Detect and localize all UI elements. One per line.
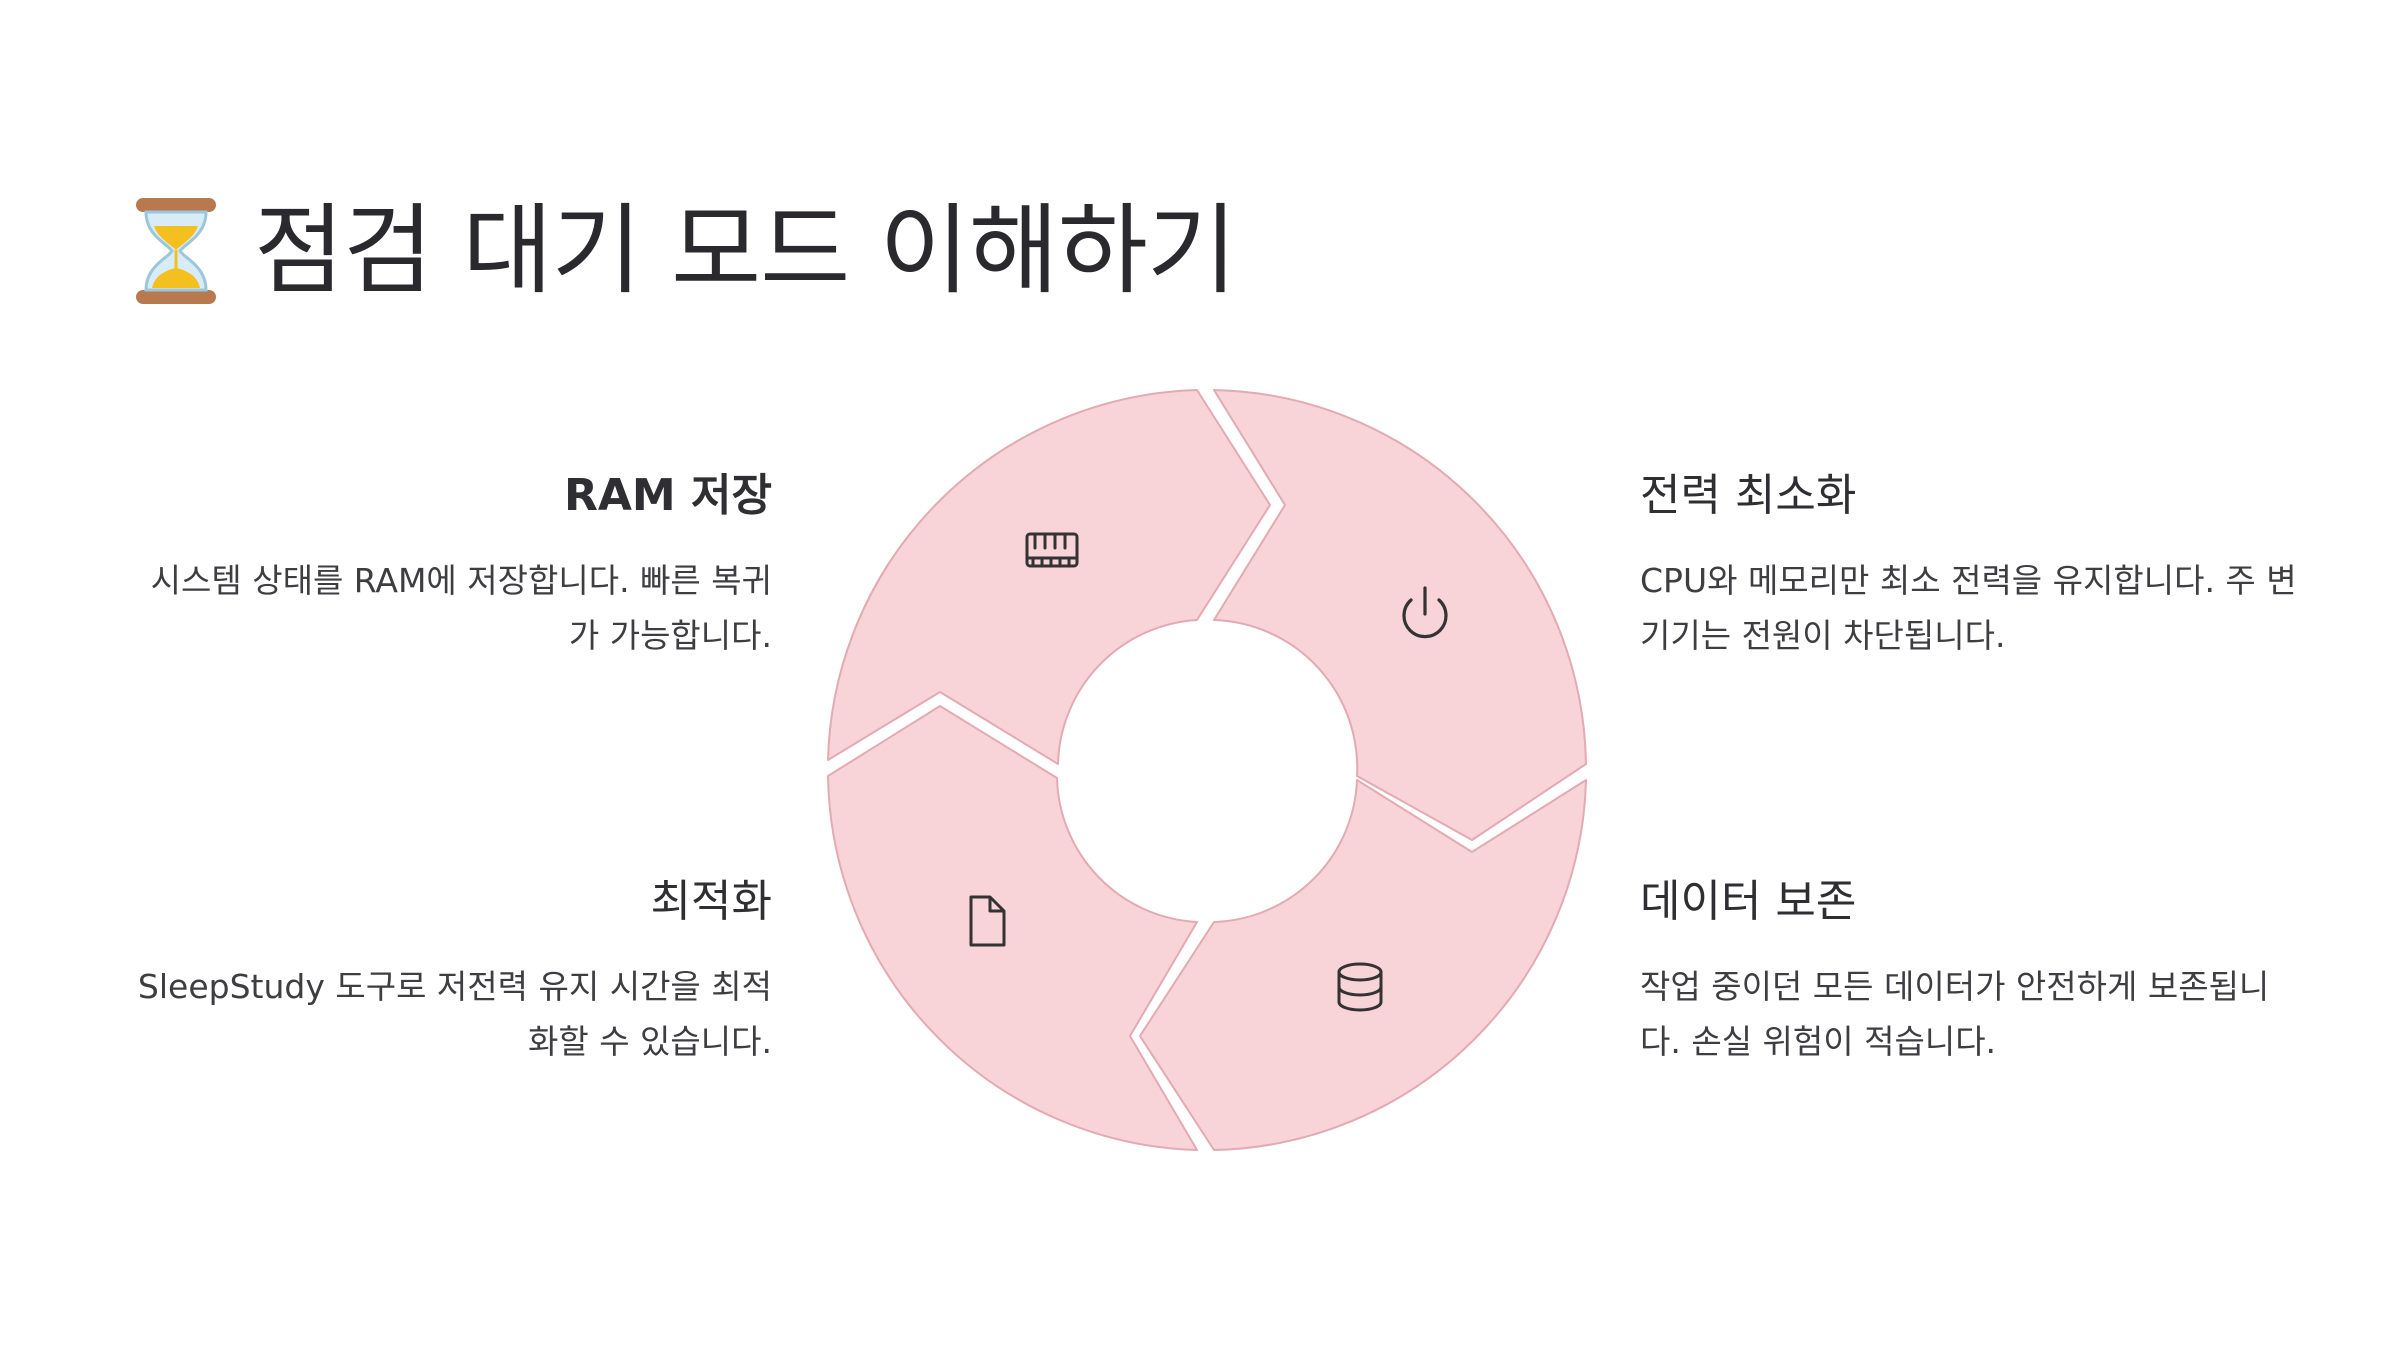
block-ram: RAM 저장 시스템 상태를 RAM에 저장합니다. 빠른 복귀 가 가능합니다… xyxy=(112,470,772,663)
segment-power xyxy=(1213,389,1587,841)
block-heading-data: 데이터 보존 xyxy=(1640,876,1857,927)
hourglass-icon xyxy=(136,198,216,304)
segment-optimize xyxy=(827,705,1198,1151)
block-heading-power: 전력 최소화 xyxy=(1640,470,1857,521)
block-optimize: 최적화 SleepStudy 도구로 저전력 유지 시간을 최적 화할 수 있습… xyxy=(112,876,772,1069)
database-icon xyxy=(1337,962,1383,1012)
title-row: 점검 대기 모드 이해하기 xyxy=(128,194,1237,308)
segment-ram xyxy=(827,389,1271,765)
block-heading-ram: RAM 저장 xyxy=(564,470,772,521)
page-title: 점검 대기 모드 이해하기 xyxy=(254,194,1237,308)
document-icon xyxy=(969,895,1006,947)
block-desc-data: 작업 중이던 모든 데이터가 안전하게 보존됩니 다. 손실 위험이 적습니다. xyxy=(1640,966,2270,1061)
block-heading-optimize: 최적화 xyxy=(650,876,772,927)
block-power: 전력 최소화 CPU와 메모리만 최소 전력을 유지합니다. 주 변 기기는 전… xyxy=(1640,470,2300,663)
cycle-diagram xyxy=(827,389,1587,1151)
block-data: 데이터 보존 작업 중이던 모든 데이터가 안전하게 보존됩니 다. 손실 위험… xyxy=(1640,876,2300,1069)
memory-chip-icon xyxy=(1025,532,1079,568)
block-desc-power: CPU와 메모리만 최소 전력을 유지합니다. 주 변 기기는 전원이 차단됩니… xyxy=(1640,560,2297,655)
block-desc-ram: 시스템 상태를 RAM에 저장합니다. 빠른 복귀 가 가능합니다. xyxy=(150,560,772,655)
power-icon xyxy=(1402,586,1448,639)
block-desc-optimize: SleepStudy 도구로 저전력 유지 시간을 최적 화할 수 있습니다. xyxy=(137,966,772,1061)
